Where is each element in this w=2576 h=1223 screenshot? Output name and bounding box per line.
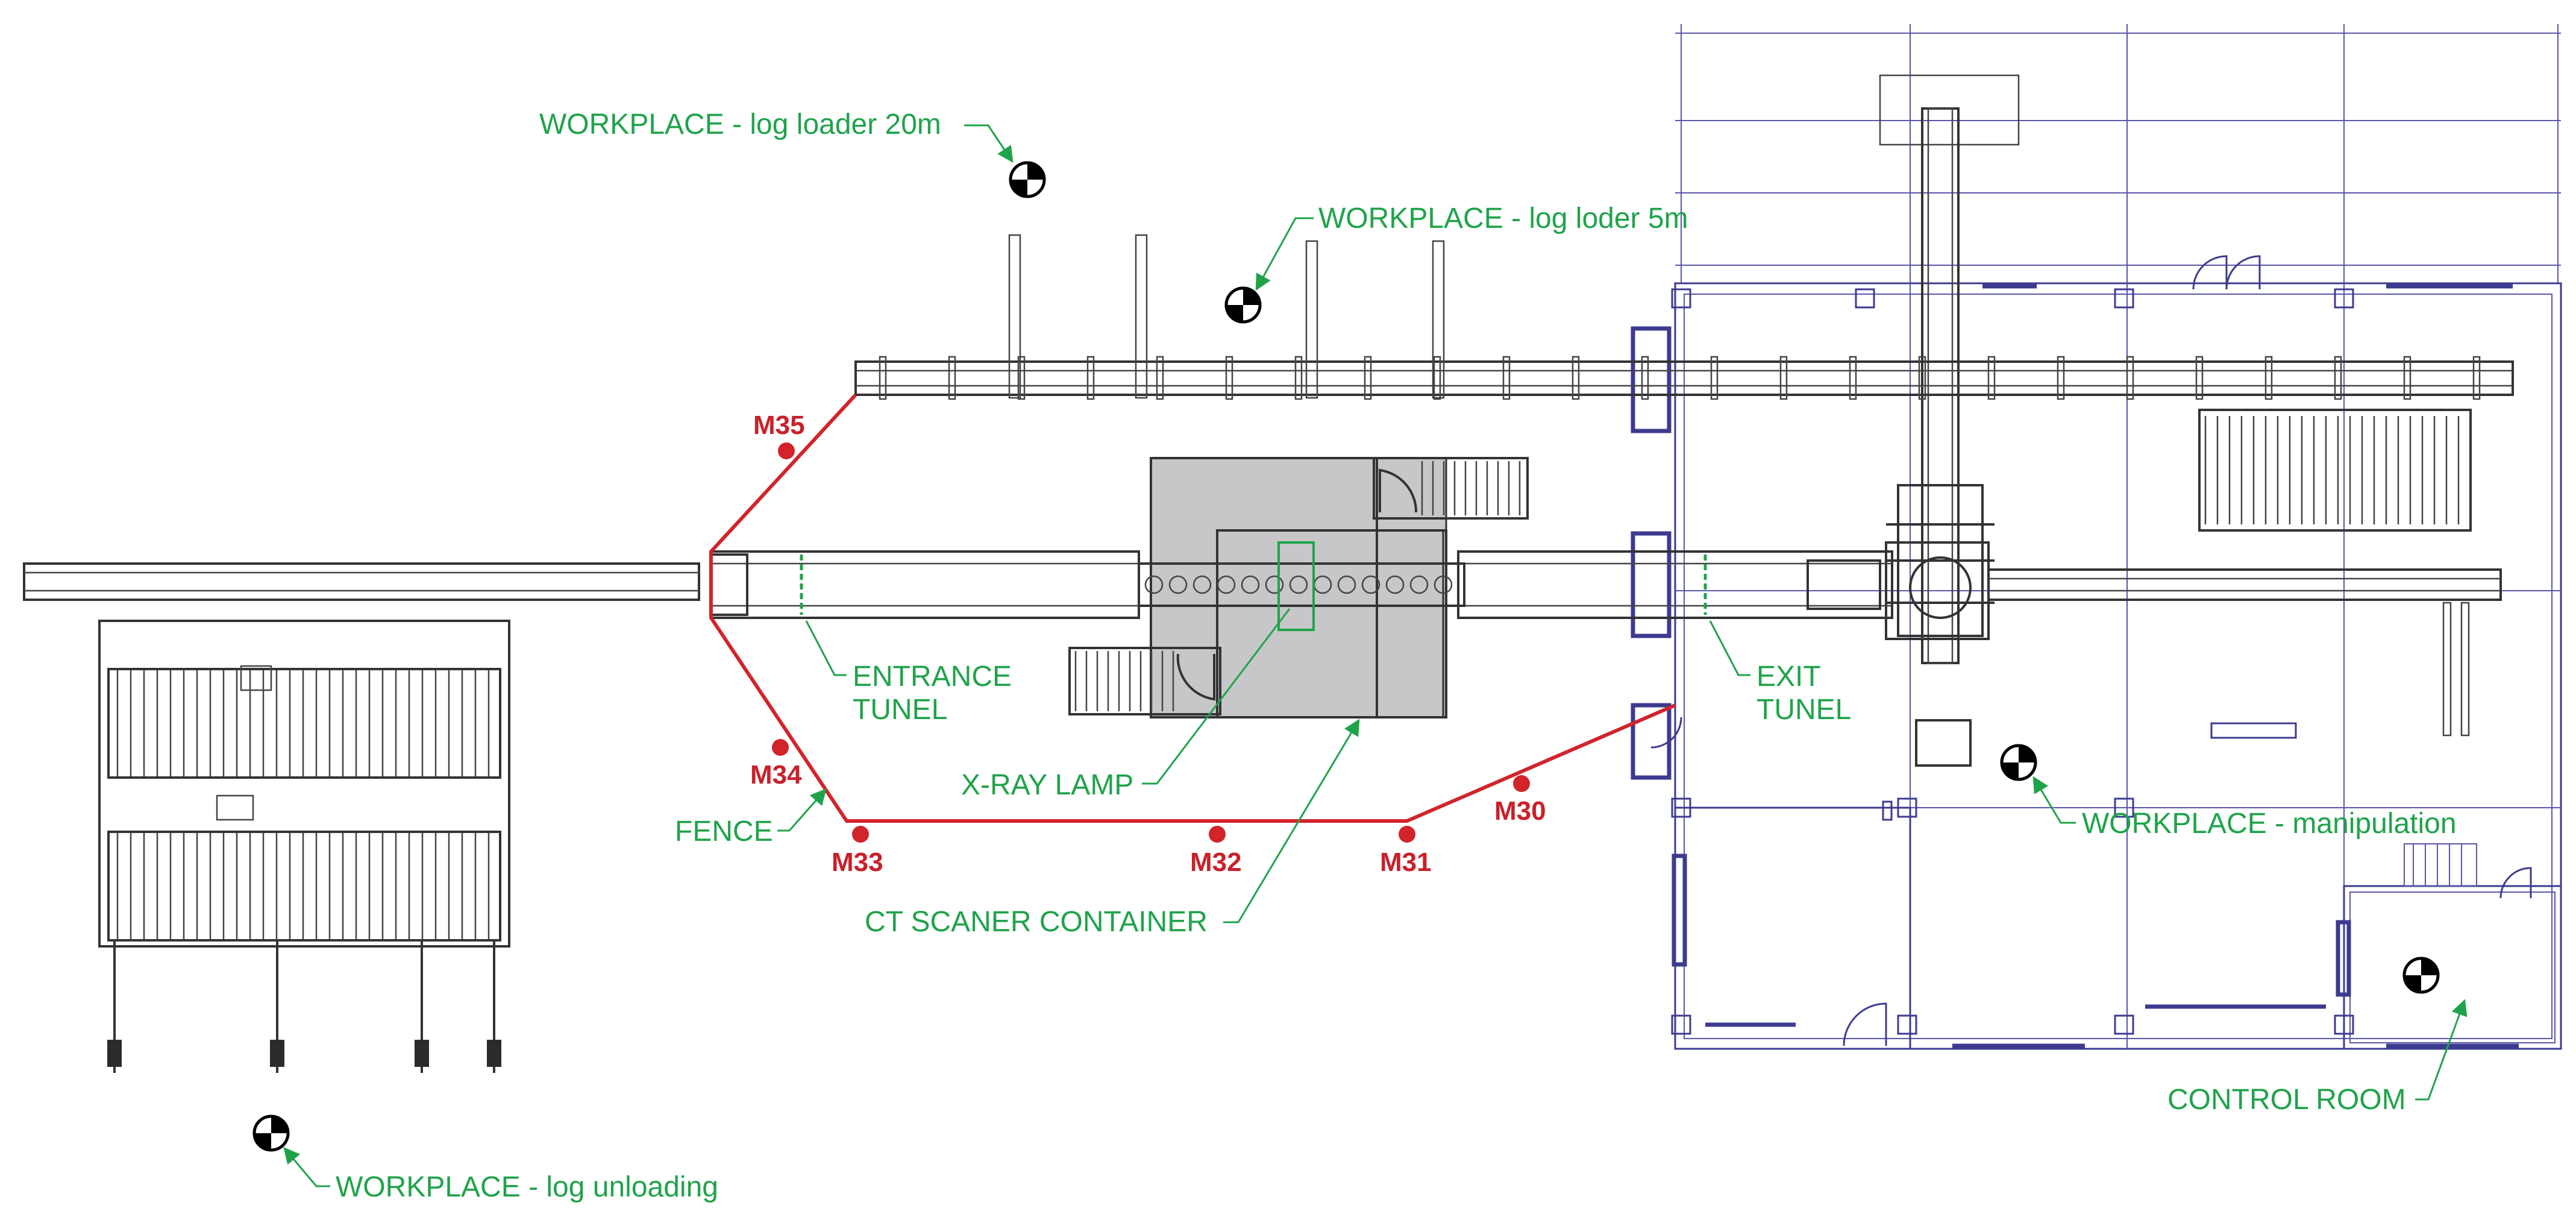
upper-conveyor <box>854 234 2514 400</box>
m30-label: M30 <box>1494 796 1546 826</box>
label-exit-tunel-2: TUNEL <box>1757 694 1851 726</box>
workplace-marker-icon-loader-20m <box>1011 163 1044 196</box>
m34-point <box>772 739 789 756</box>
m35-label: M35 <box>753 410 805 440</box>
gantry-crane <box>1879 74 2020 767</box>
label-entrance-tunel-1: ENTRANCE <box>853 661 1012 693</box>
m32-point <box>1209 826 1226 843</box>
building-outline <box>1631 24 2562 1050</box>
fence-line <box>709 393 1676 823</box>
workplace-marker-icon-control-room <box>2404 958 2438 992</box>
annotations: WORKPLACE - log loader 20m WORKPLACE - l… <box>283 108 2468 1203</box>
label-workplace-log-unloading: WORKPLACE - log unloading <box>336 1171 718 1203</box>
main-conveyor <box>710 409 2502 737</box>
unloading-table <box>23 562 700 1073</box>
workplace-marker-icon-unloading <box>254 1116 288 1150</box>
m30-point <box>1513 775 1530 792</box>
m32-label: M32 <box>1190 847 1242 877</box>
label-workplace-log-loader-20m: WORKPLACE - log loader 20m <box>539 108 941 140</box>
ct-scanner-container <box>1068 457 1529 718</box>
workplace-marker-icon-loader-5m <box>1226 288 1260 322</box>
label-ct-scaner-container: CT SCANER CONTAINER <box>865 906 1208 938</box>
label-fence: FENCE <box>675 816 773 847</box>
m33-point <box>852 826 869 843</box>
m33-label: M33 <box>832 847 883 877</box>
label-control-room: CONTROL ROOM <box>2167 1084 2406 1116</box>
label-exit-tunel-1: EXIT <box>1757 661 1821 693</box>
m31-label: M31 <box>1380 847 1432 877</box>
m31-point <box>1399 826 1415 843</box>
m34-label: M34 <box>750 760 802 790</box>
label-workplace-manipulation: WORKPLACE - manipulation <box>2082 808 2457 840</box>
label-entrance-tunel-2: TUNEL <box>853 694 947 726</box>
measurement-points: M35 M34 M33 M32 M31 M30 <box>750 410 1546 877</box>
workplace-marker-icon-manipulation <box>2002 746 2035 779</box>
label-workplace-log-loader-5m: WORKPLACE - log loder 5m <box>1318 203 1688 234</box>
m35-point <box>778 442 795 459</box>
label-xray-lamp: X-RAY LAMP <box>961 769 1133 801</box>
